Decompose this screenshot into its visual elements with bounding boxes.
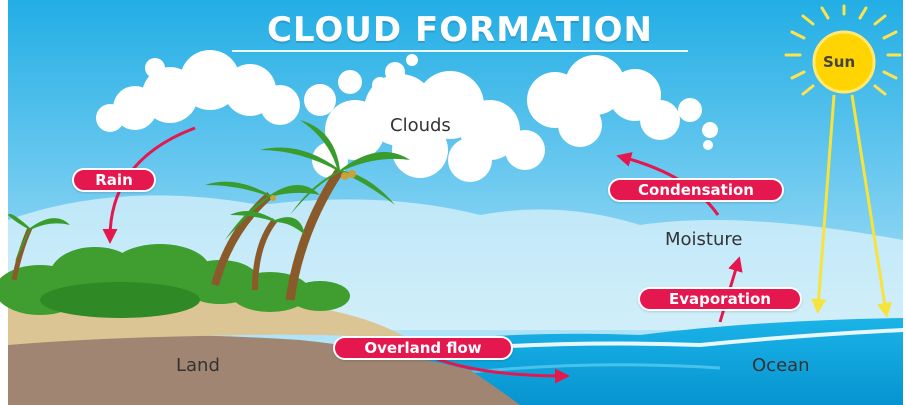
moisture-label: Moisture	[665, 229, 743, 250]
title-underline	[232, 50, 688, 52]
rain-pill: Rain	[72, 168, 156, 192]
sun-graphic	[784, 4, 902, 96]
sun-rays	[811, 94, 893, 318]
evaporation-pill: Evaporation	[638, 287, 802, 311]
condensation-pill: Condensation	[608, 178, 784, 202]
clouds-label: Clouds	[390, 115, 451, 136]
land-label: Land	[176, 355, 220, 376]
ocean-label: Ocean	[752, 355, 810, 376]
sun-label: Sun	[823, 53, 856, 71]
clouds-shape	[96, 50, 718, 182]
overland-flow-pill: Overland flow	[333, 336, 513, 360]
palm-trees	[8, 120, 410, 301]
land-dirt	[8, 335, 520, 405]
diagram-title: CLOUD FORMATION	[267, 10, 653, 50]
